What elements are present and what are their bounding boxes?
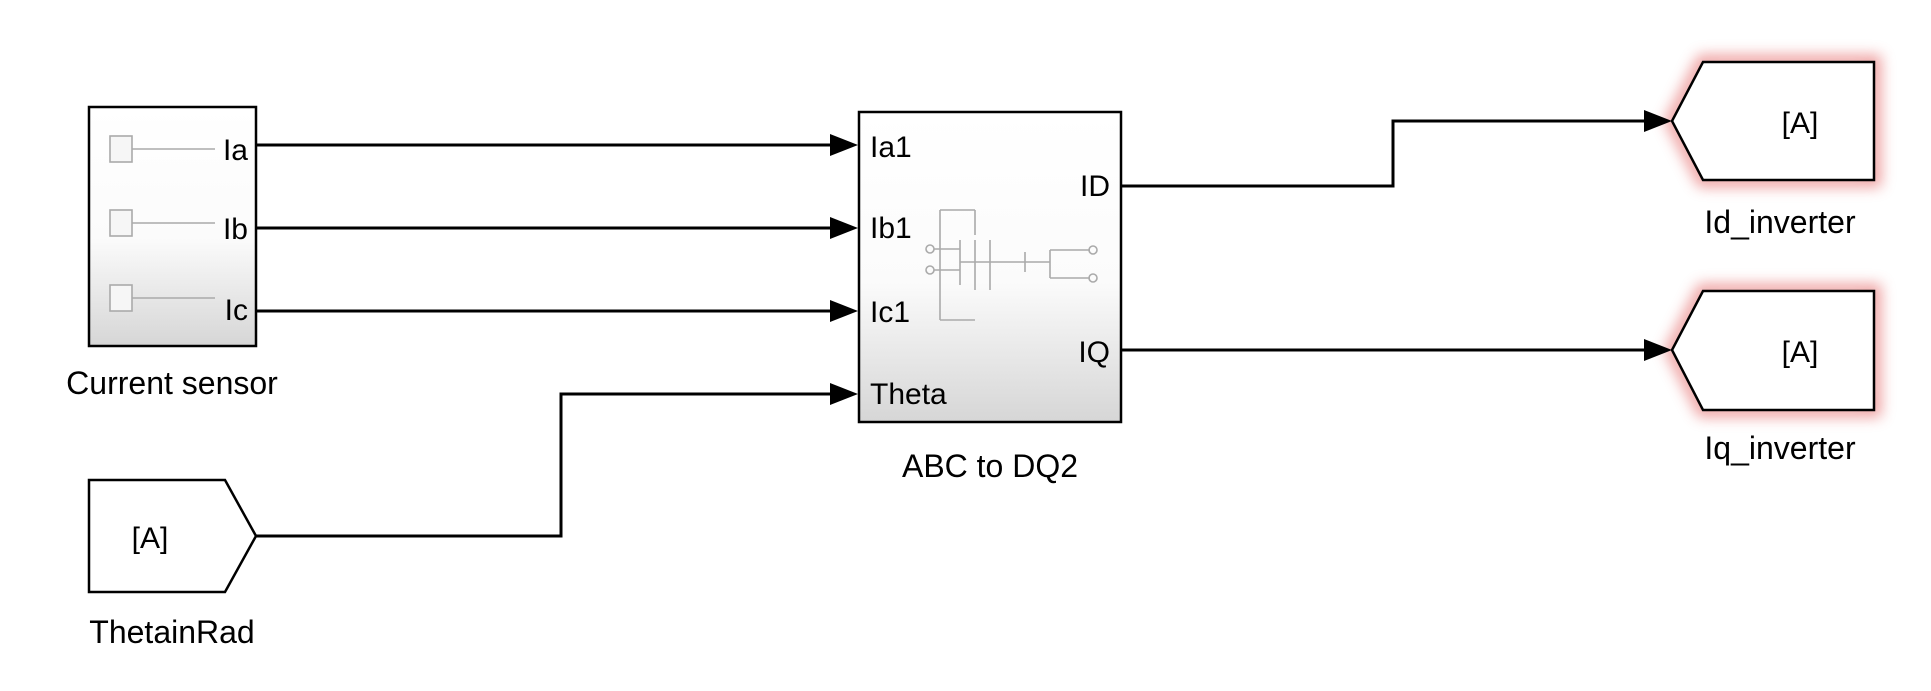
abc-to-dq-port-id: ID [1080,170,1110,203]
from-block-caption: ThetainRad [89,614,254,650]
from-block-body[interactable] [87,478,258,594]
abc-to-dq-block[interactable]: Ia1 Ib1 Ic1 Theta ID IQ ABC to DQ2 [857,110,1123,484]
abc-to-dq-port-theta: Theta [870,378,947,411]
current-sensor-port-ic: Ic [225,294,248,327]
arrowhead-ia1 [830,134,858,156]
goto-id-body[interactable] [1670,60,1876,182]
goto-block-iq-inverter[interactable]: [A] Iq_inverter [1664,284,1881,466]
goto-iq-caption: Iq_inverter [1704,430,1856,466]
arrowhead-ic1 [830,300,858,322]
from-block-tag: [A] [132,522,169,555]
signal-theta[interactable] [256,392,832,538]
current-sensor-block[interactable]: Ia Ib Ic Current sensor [66,105,278,401]
arrowhead-iq [1644,339,1672,361]
current-sensor-caption: Current sensor [66,365,278,401]
arrowhead-ib1 [830,217,858,239]
abc-to-dq-port-ia1: Ia1 [870,131,912,164]
abc-to-dq-icon [925,209,1098,321]
signal-id[interactable] [1121,119,1646,188]
from-block-thetainrad[interactable]: [A] ThetainRad [87,478,258,650]
current-sensor-port-ia: Ia [223,134,248,167]
current-sensor-icon [109,135,215,312]
arrowhead-theta [830,383,858,405]
abc-to-dq-port-ib1: Ib1 [870,212,912,245]
current-sensor-port-ib: Ib [223,213,248,246]
goto-block-id-inverter[interactable]: [A] Id_inverter [1664,55,1881,240]
arrowhead-id [1644,110,1672,132]
abc-to-dq-port-iq: IQ [1078,336,1110,369]
signal-lines [256,110,1672,538]
goto-iq-tag: [A] [1782,336,1819,369]
goto-id-tag: [A] [1782,107,1819,140]
abc-to-dq-port-ic1: Ic1 [870,296,910,329]
goto-iq-body[interactable] [1670,289,1876,412]
goto-id-caption: Id_inverter [1704,204,1856,240]
abc-to-dq-caption: ABC to DQ2 [902,448,1078,484]
